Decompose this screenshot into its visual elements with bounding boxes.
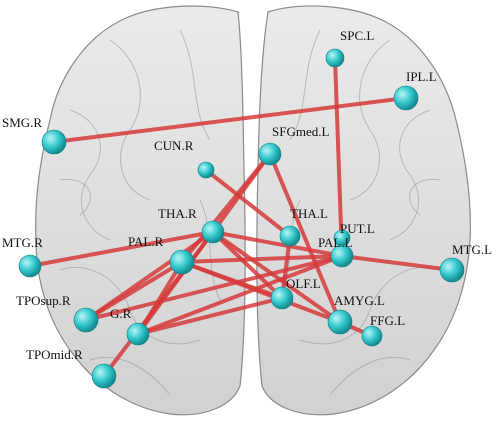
label-pal-r: PAL.R <box>128 234 164 249</box>
node-tha-r <box>201 220 225 244</box>
node-sfgmed-l <box>258 142 282 166</box>
edge-amyg-l-pal-r <box>180 260 342 324</box>
edge-olf-l-g-r <box>136 296 284 336</box>
label-put-l: PUT.L <box>340 221 375 236</box>
edge-sfgmed-l-amyg-l <box>268 152 342 324</box>
edge-pal-r-tposup-r <box>84 260 184 322</box>
node-pal-r <box>169 249 195 275</box>
label-tpomid-r: TPOmid.R <box>26 347 83 362</box>
label-mtg-r: MTG.R <box>2 235 43 250</box>
label-sfgmed-l: SFGmed.L <box>272 124 329 139</box>
node-pal-l <box>330 244 354 268</box>
node-tpomid-r <box>91 363 117 389</box>
brain-outline <box>35 5 471 416</box>
edge-pal-l-mtg-l <box>340 254 454 272</box>
edge-pal-l-g-r <box>136 254 344 336</box>
node-spc-l <box>325 48 345 68</box>
edge-tha-r-pal-l <box>211 230 344 258</box>
node-g-r <box>126 322 150 346</box>
region-labels: SPC.L IPL.L SMG.R CUN.R SFGmed.L THA.R THA.L PU… <box>2 28 492 362</box>
label-amyg-l: AMYG.L <box>334 293 385 308</box>
node-mtg-r <box>18 254 42 278</box>
edge-tha-r-olf-l <box>211 230 284 300</box>
left-hemisphere <box>256 5 471 416</box>
label-mtg-l: MTG.L <box>452 242 492 257</box>
label-g-r: G.R <box>110 306 132 321</box>
label-pal-l: PAL.L <box>318 235 353 250</box>
region-nodes <box>18 48 465 389</box>
label-cun-r: CUN.R <box>154 138 194 153</box>
node-amyg-l <box>327 309 353 335</box>
gyri-folds <box>59 29 441 396</box>
label-ffg-l: FFG.L <box>370 313 405 328</box>
node-tposup-r <box>73 307 99 333</box>
node-olf-l <box>270 286 294 310</box>
edge-tha-r-mtg-r <box>28 230 215 268</box>
edge-pal-l-tposup-r <box>84 254 344 322</box>
label-smg-r: SMG.R <box>2 115 42 130</box>
edge-cun-r-tha-l <box>204 168 292 238</box>
edge-spc-l-pal-l <box>333 56 344 258</box>
node-cun-r <box>197 161 215 179</box>
node-smg-r <box>41 129 67 155</box>
label-olf-l: OLF.L <box>286 276 321 291</box>
label-tposup-r: TPOsup.R <box>16 293 71 308</box>
label-tha-r: THA.R <box>158 206 197 221</box>
label-ipl-l: IPL.L <box>406 69 437 84</box>
node-ipl-l <box>393 85 419 111</box>
edge-pal-r-g-r <box>136 260 184 336</box>
node-ffg-l <box>361 325 383 347</box>
label-spc-l: SPC.L <box>340 28 374 43</box>
edge-smg-r-ipl-l <box>52 96 408 144</box>
edge-pal-r-pal-l <box>180 254 344 264</box>
edge-amyg-l-tha-r <box>211 230 342 324</box>
node-tha-l <box>279 225 301 247</box>
label-tha-l: THA.L <box>290 206 328 221</box>
node-mtg-l <box>439 257 465 283</box>
